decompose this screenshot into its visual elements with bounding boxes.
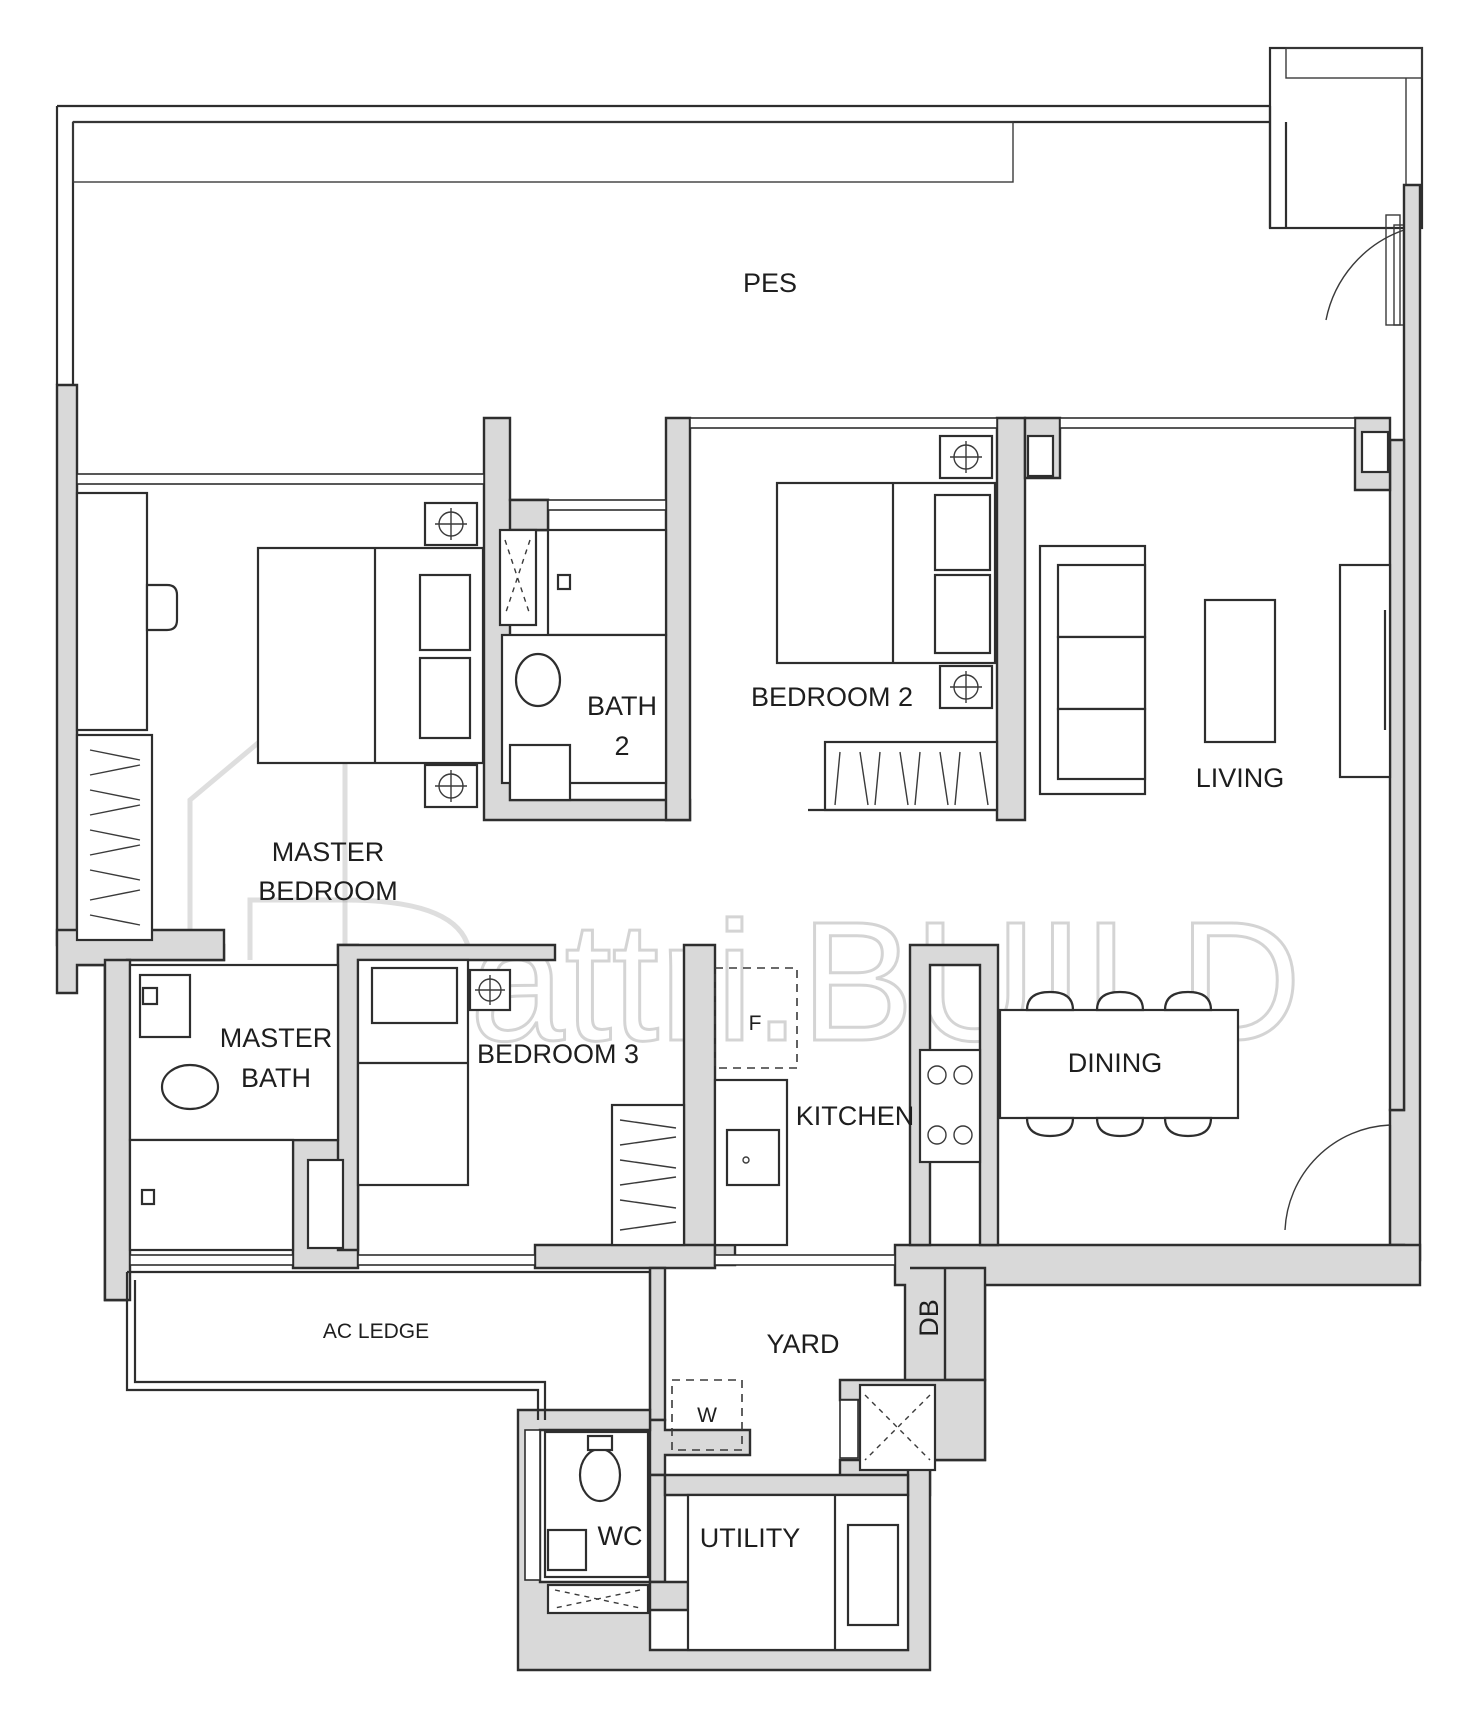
basin-icon [138,973,192,1039]
shower-icon [498,528,538,627]
chair-icon [1163,990,1213,1012]
bed-icon [846,1523,900,1627]
fridge-label: F [749,1012,762,1035]
master-bath-label-line1: MASTER [220,1023,333,1053]
master-bedroom [75,491,485,942]
bed-icon [775,481,997,665]
master-bed-icon [256,546,485,765]
utility-label: UTILITY [700,1523,801,1553]
hob-icon [918,1048,982,1164]
toilet-icon [514,652,562,708]
washer-icon [671,1379,743,1451]
shower-icon [858,1383,937,1472]
bedroom-2 [775,434,1055,812]
lamp-icon [423,501,479,547]
shower-icon [1026,434,1055,478]
yard-label: YARD [766,1329,839,1359]
wardrobe-icon [610,1103,686,1247]
tap-icon [140,1188,156,1206]
toilet-icon [160,1063,220,1111]
pes-label: PES [743,268,797,298]
tap-icon [556,573,572,591]
chair-icon [1163,1116,1213,1138]
utility [686,1493,910,1652]
kitchen [713,967,982,1247]
master-bedroom-label-line1: MASTER [272,837,385,867]
bath2-label-line1: BATH [587,691,657,721]
master-bedroom-label-line2: BEDROOM [258,876,398,906]
sofa-icon [1038,544,1147,796]
coffee-table-icon [1203,598,1277,744]
washer-label: W [697,1404,717,1427]
chair-icon [1025,1116,1075,1138]
bath2-label-line2: 2 [614,731,629,761]
yard [671,1379,937,1472]
living [1038,430,1392,796]
wc [543,1430,650,1615]
living-label: LIVING [1196,763,1285,793]
bedroom-3 [356,958,686,1247]
tv-console-icon [1338,563,1392,779]
bedroom3-label: BEDROOM 3 [477,1039,639,1069]
fridge-icon [714,967,798,1069]
bedroom2-label: BEDROOM 2 [751,682,913,712]
chair-icon [145,583,179,632]
wc-label: WC [598,1521,643,1551]
master-bath-label-line2: BATH [241,1063,311,1093]
wardrobe-icon [75,733,154,942]
chair-icon [1095,990,1145,1012]
windows [76,417,1356,1581]
dining [998,990,1392,1245]
shower-icon [1360,430,1390,474]
bed-icon [356,958,470,1187]
lamp-icon [938,664,994,710]
master-bath [128,963,345,1252]
bath-2 [498,528,668,802]
basin-icon [508,743,572,802]
sink-icon [725,1128,781,1187]
wardrobe-icon [823,740,999,812]
basin-icon [546,1528,588,1572]
dining-label: DINING [1068,1048,1163,1078]
chair-icon [1095,1116,1145,1138]
lamp-icon [423,763,479,809]
ac-ledge-label: AC LEDGE [323,1320,429,1343]
lamp-icon [938,434,994,480]
pes-area [55,46,1424,385]
chair-icon [1025,990,1075,1012]
lamp-icon [468,968,512,1012]
kitchen-label: KITCHEN [796,1101,915,1131]
shower-icon [306,1158,345,1250]
toilet-icon [578,1447,622,1503]
db-label: DB [914,1299,944,1337]
